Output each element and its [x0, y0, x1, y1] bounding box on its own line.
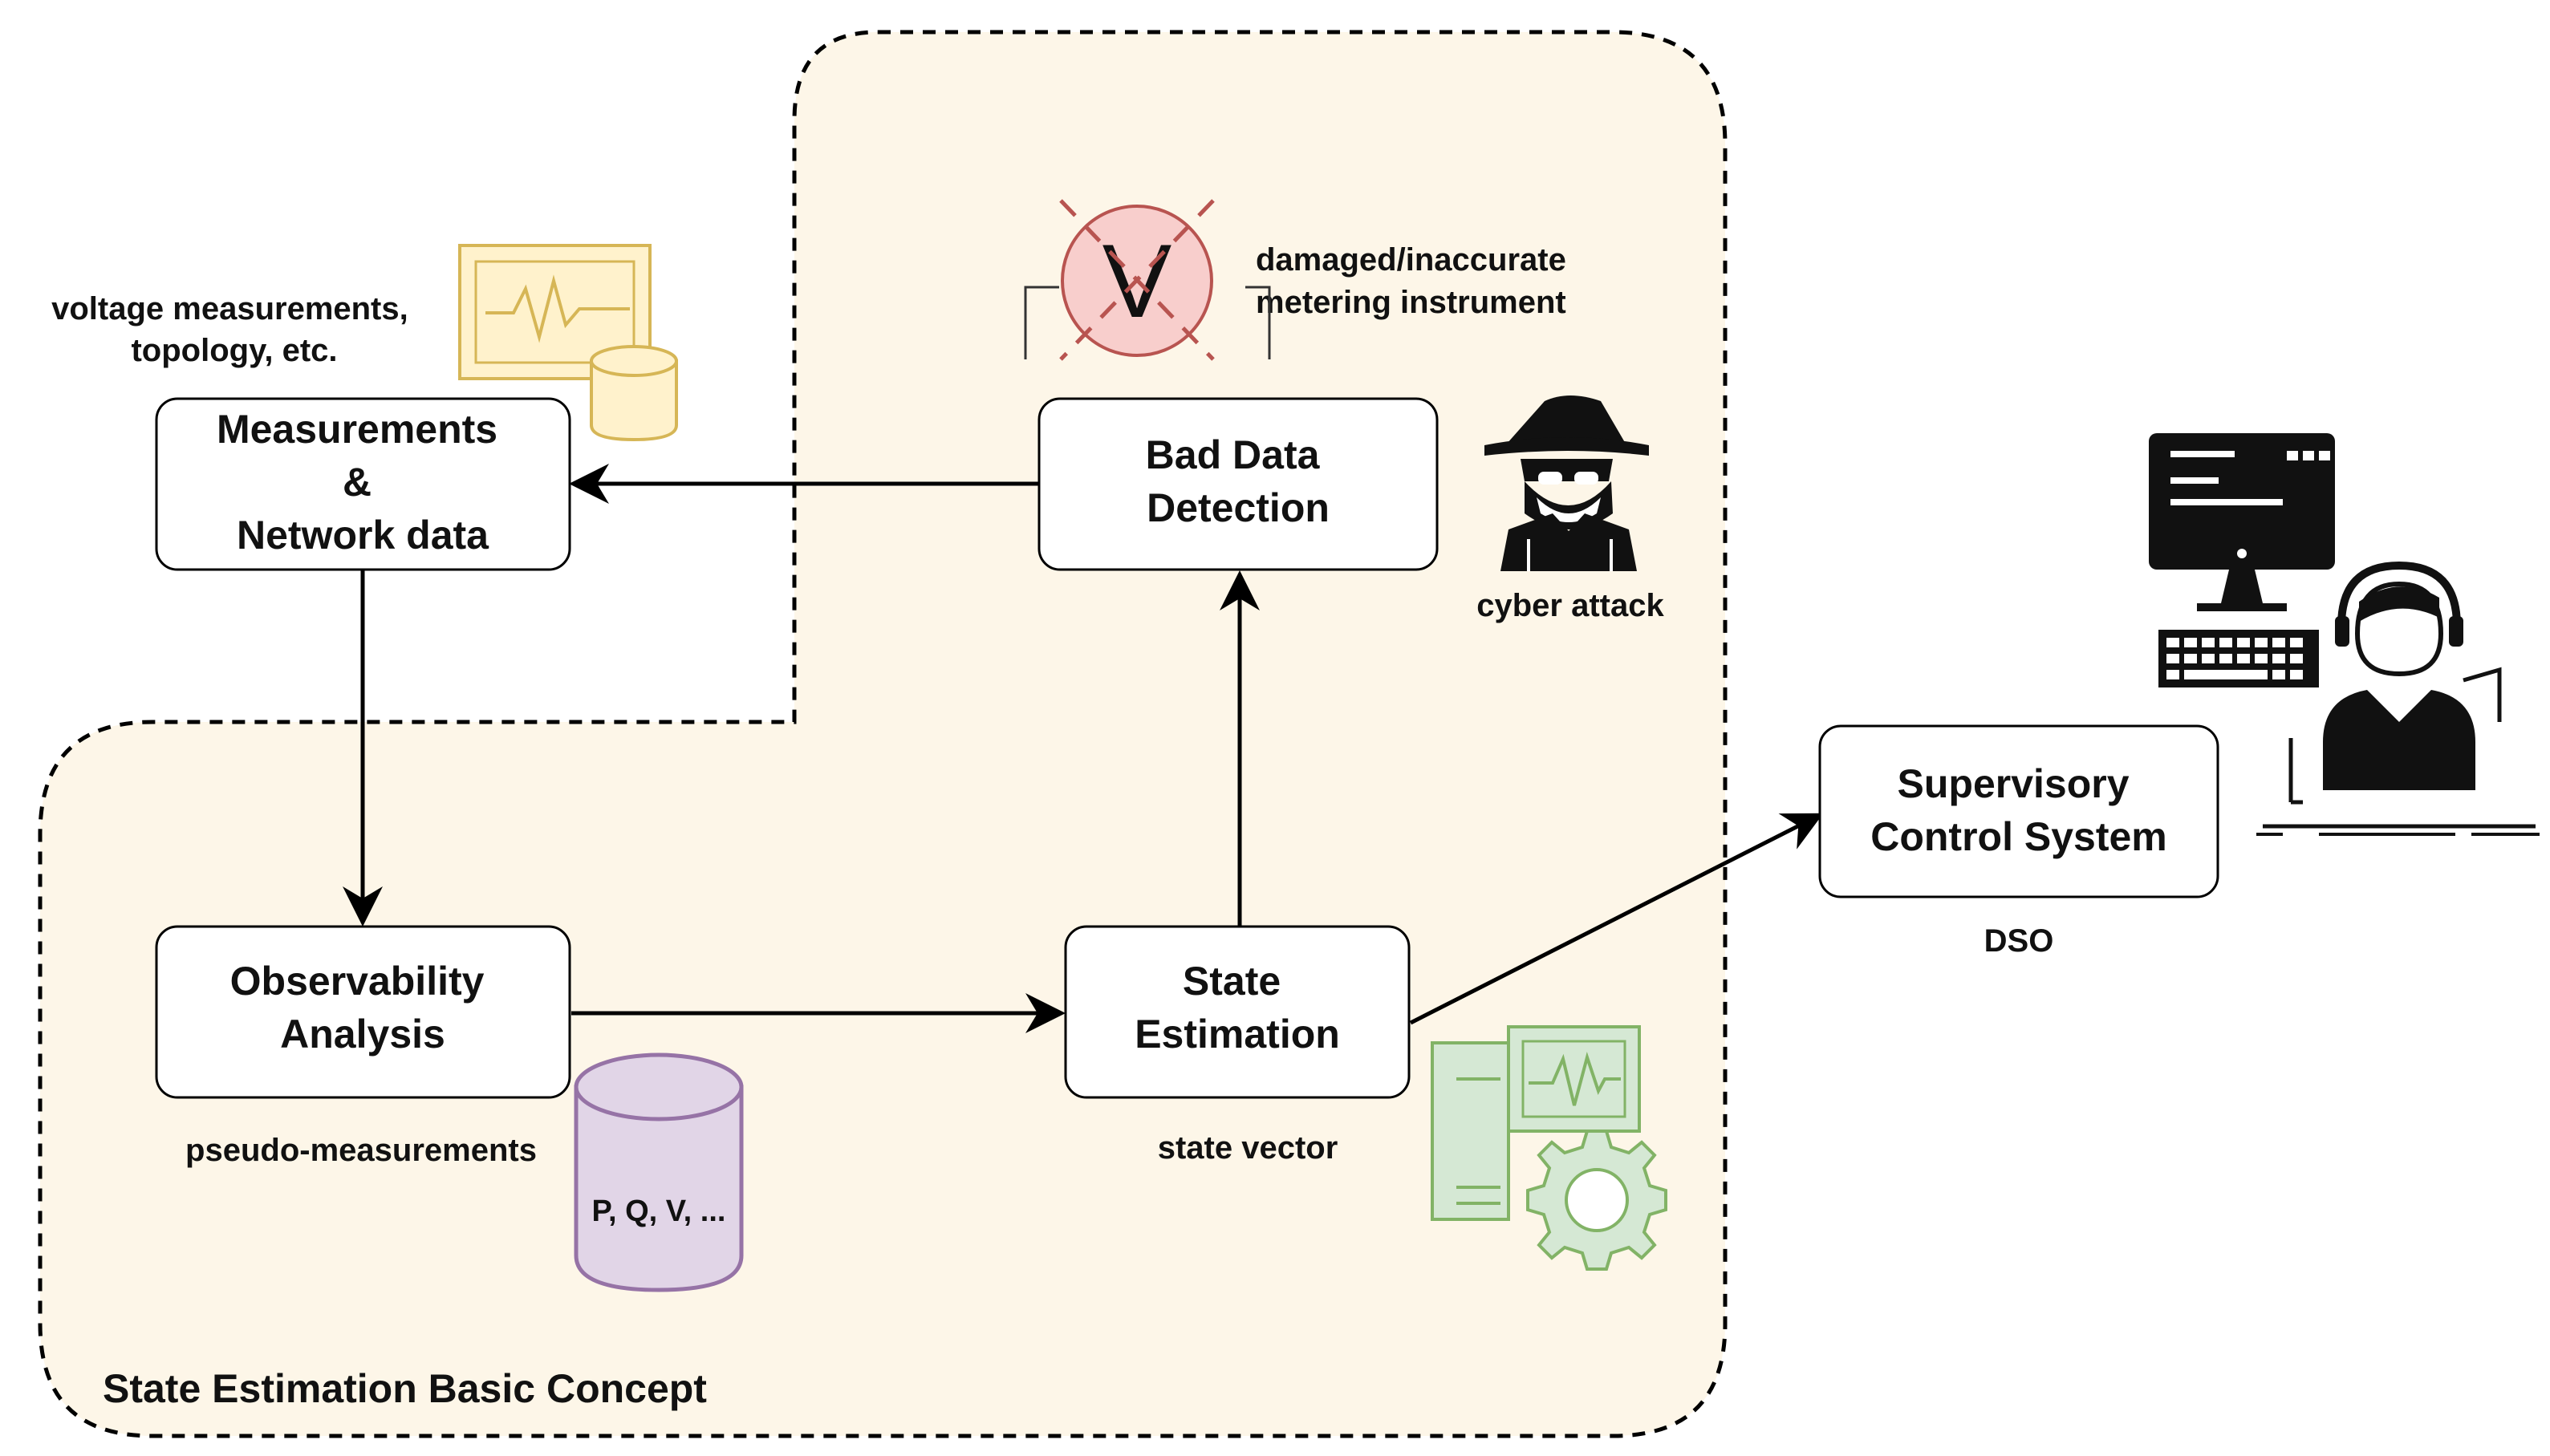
monitor-database-icon [458, 244, 678, 442]
node-observability-line-1: Observability [230, 959, 485, 1004]
operator-workstation-icon [2149, 433, 2540, 836]
label-damaged-instrument: damaged/inaccurate metering instrument [1256, 242, 1575, 320]
svg-text:Measurements & Net: Measurements & Network data [217, 407, 509, 558]
node-scs-line-2: Control System [1870, 814, 2167, 859]
node-bad-data-line-2: Detection [1147, 485, 1330, 530]
hacker-icon [1484, 395, 1649, 571]
node-measurements-line-1: Measurements [217, 407, 497, 452]
node-state-estimation: State Estimation [1064, 925, 1411, 1099]
keyboard [2158, 630, 2319, 687]
label-dso: DSO [1984, 923, 2054, 959]
label-voltage-measurements: voltage measurements, topology, etc. [51, 291, 417, 368]
database-label: P, Q, V, ... [592, 1194, 726, 1228]
monitor-gear-icon [1431, 1025, 1667, 1271]
node-measurements-line-3: Network data [237, 513, 489, 558]
arrow-state-estimation-to-scs [1409, 813, 1824, 1025]
svg-text:Bad Data Detection: Bad Data Detection [1146, 432, 1331, 530]
node-state-est-line-1: State [1183, 959, 1281, 1004]
svg-text:State Estimation: State Estimation [1135, 959, 1340, 1057]
node-bad-data-line-1: Bad Data [1146, 432, 1321, 477]
node-observability-analysis: Observability Analysis [155, 925, 571, 1099]
label-pseudo-measurements: pseudo-measurements [185, 1133, 537, 1168]
flow-arrows [343, 464, 1824, 1033]
svg-text:Observability Analysis: Observability Analysis [230, 959, 496, 1057]
node-scs-line-1: Supervisory [1898, 761, 2130, 806]
node-supervisory-control-system: Supervisory Control System [1818, 724, 2219, 898]
svg-text:Supervisory Control Syst: Supervisory Control System [1870, 761, 2167, 859]
node-measurements: Measurements & Network data [155, 397, 571, 571]
label-cyber-attack: cyber attack [1476, 588, 1664, 623]
database-icon: P, Q, V, ... [574, 1052, 744, 1292]
node-measurements-line-2: & [343, 460, 372, 505]
voltmeter-icon: V [1024, 199, 1271, 361]
label-state-vector: state vector [1158, 1130, 1338, 1166]
node-bad-data-detection: Bad Data Detection [1037, 397, 1439, 571]
node-state-est-line-2: Estimation [1135, 1012, 1340, 1057]
node-observability-line-2: Analysis [280, 1012, 445, 1057]
region-label: State Estimation Basic Concept [103, 1366, 707, 1411]
